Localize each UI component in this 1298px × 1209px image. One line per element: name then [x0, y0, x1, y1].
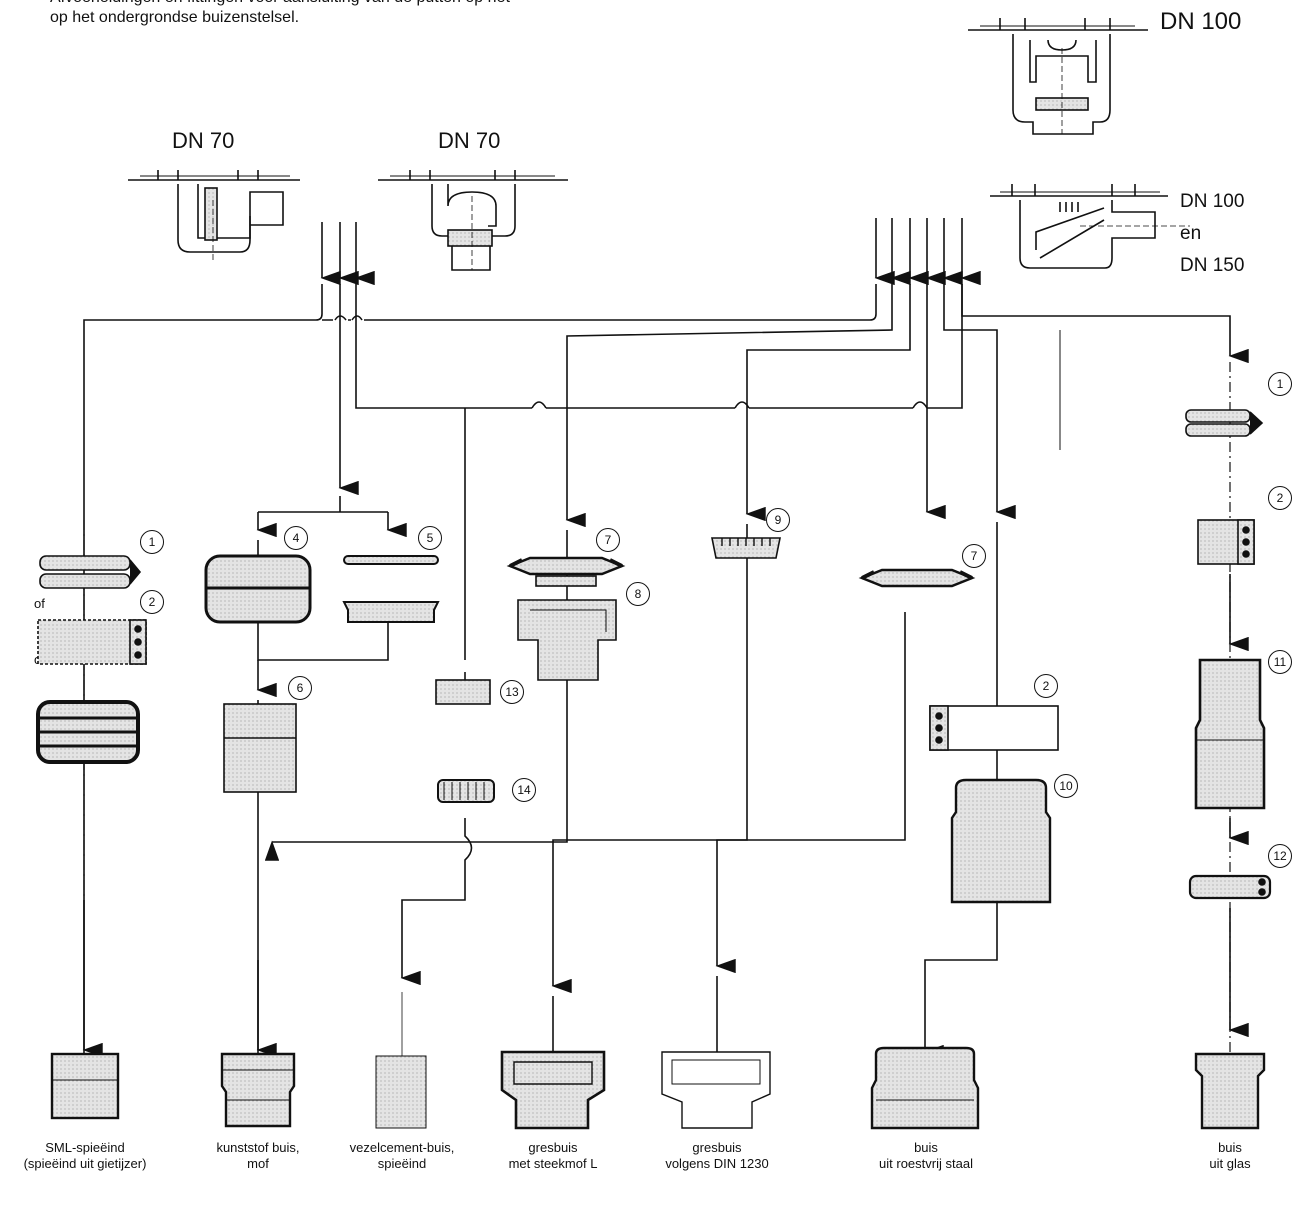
caption-line: kunststof buis, — [216, 1140, 300, 1155]
part-number-1-glass: 1 — [1268, 372, 1292, 396]
part-number-4: 4 — [284, 526, 308, 550]
caption-glass-pipe: buis uit glas — [1190, 1140, 1270, 1172]
part-number-2: 2 — [140, 590, 164, 614]
fitting-13-sleeve-icon — [435, 679, 491, 705]
fitting-10-reducer-icon — [950, 778, 1052, 904]
fitting-rubber-sleeve-icon — [36, 700, 140, 764]
part-number-11: 11 — [1268, 650, 1292, 674]
fitting-1-coupling-icon — [39, 555, 142, 589]
label-dn70-left: DN 70 — [172, 128, 235, 153]
part-number-1: 1 — [140, 530, 164, 554]
drain-dn100-bottom-outlet-icon — [968, 18, 1148, 135]
part-number-7: 7 — [596, 528, 620, 552]
caption-line: vezelcement-buis, — [349, 1140, 455, 1155]
caption-stoneware-socket-l: gresbuis met steekmof L — [488, 1140, 618, 1172]
label-dn70-right: DN 70 — [438, 128, 501, 153]
caption-line: volgens DIN 1230 — [665, 1156, 769, 1171]
label-dn100-side-3: DN 150 — [1180, 255, 1245, 276]
part-number-12: 12 — [1268, 844, 1292, 868]
caption-stoneware-din1230: gresbuis volgens DIN 1230 — [650, 1140, 784, 1172]
fitting-5-seal-ring-icon — [342, 555, 440, 623]
pipe-plastic-socket-icon — [220, 1052, 296, 1128]
drain-dn70-bottom-outlet-icon — [378, 170, 568, 271]
fitting-11-pipe-section-icon — [1194, 658, 1266, 810]
drain-dn70-side-outlet-icon — [128, 170, 300, 260]
part-number-5: 5 — [418, 526, 442, 550]
fitting-7-gasket-right-icon — [858, 568, 976, 588]
caption-line: spieëind — [377, 1156, 427, 1171]
caption-line: SML-spieëind — [45, 1140, 125, 1155]
pipe-fibre-cement-spigot-icon — [375, 1055, 427, 1129]
part-number-2-stainless: 2 — [1034, 674, 1058, 698]
fitting-12-coupling-icon — [1188, 874, 1272, 900]
caption-line: (spieëind uit gietijzer) — [23, 1156, 147, 1171]
caption-stainless-pipe: buis uit roestvrij staal — [856, 1140, 996, 1172]
label-dn100-side-2: en — [1180, 223, 1202, 244]
part-number-7-right: 7 — [962, 544, 986, 568]
caption-line: met steekmof L — [508, 1156, 598, 1171]
drain-dn100-150-side-outlet-icon — [990, 184, 1190, 269]
intro-line-1: Afvoerleidingen en fittingen voor aanslu… — [50, 0, 510, 8]
fitting-2-clamp-icon — [37, 619, 147, 665]
pipe-sml-spigot-icon — [50, 1052, 120, 1120]
caption-line: uit glas — [1209, 1156, 1251, 1171]
intro-line-2: op het ondergrondse buizenstelsel. — [50, 9, 300, 26]
part-number-2-glass: 2 — [1268, 486, 1292, 510]
intro-text: Afvoerleidingen en fittingen voor aanslu… — [50, 0, 510, 28]
fitting-2-clamp-glass-icon — [1197, 519, 1255, 565]
fitting-8-adapter-icon — [517, 599, 617, 681]
fitting-9-toothed-ring-icon — [711, 537, 781, 559]
caption-line: gresbuis — [528, 1140, 578, 1155]
caption-line: mof — [247, 1156, 269, 1171]
part-number-13: 13 — [500, 680, 524, 704]
pipe-stainless-steel-icon — [870, 1046, 980, 1130]
fitting-4-coupling-icon — [204, 554, 312, 624]
label-dn100-side-1: DN 100 — [1180, 191, 1245, 212]
caption-sml-spigot: SML-spieëind (spieëind uit gietijzer) — [0, 1140, 170, 1172]
part-number-6: 6 — [288, 676, 312, 700]
or-label-1: of — [34, 596, 45, 611]
fitting-2-clamp-stainless-icon — [929, 705, 1059, 751]
fitting-14-coupling-icon — [437, 779, 495, 803]
fitting-6-reducer-icon — [223, 703, 297, 793]
pipe-glass-icon — [1194, 1052, 1266, 1130]
part-number-9: 9 — [766, 508, 790, 532]
caption-line: buis — [914, 1140, 938, 1155]
caption-line: gresbuis — [692, 1140, 742, 1155]
fitting-1-coupling-glass-icon — [1185, 409, 1264, 437]
part-number-14: 14 — [512, 778, 536, 802]
pipe-stoneware-socket-l-icon — [500, 1050, 606, 1130]
fitting-7-gasket-icon — [506, 556, 626, 587]
part-number-8: 8 — [626, 582, 650, 606]
caption-plastic-pipe: kunststof buis, mof — [198, 1140, 318, 1172]
caption-line: buis — [1218, 1140, 1242, 1155]
label-dn100-top: DN 100 — [1160, 8, 1242, 35]
caption-fibre-cement-pipe: vezelcement-buis, spieëind — [336, 1140, 468, 1172]
caption-line: uit roestvrij staal — [879, 1156, 973, 1171]
part-number-10: 10 — [1054, 774, 1078, 798]
pipe-stoneware-din1230-icon — [661, 1051, 771, 1129]
